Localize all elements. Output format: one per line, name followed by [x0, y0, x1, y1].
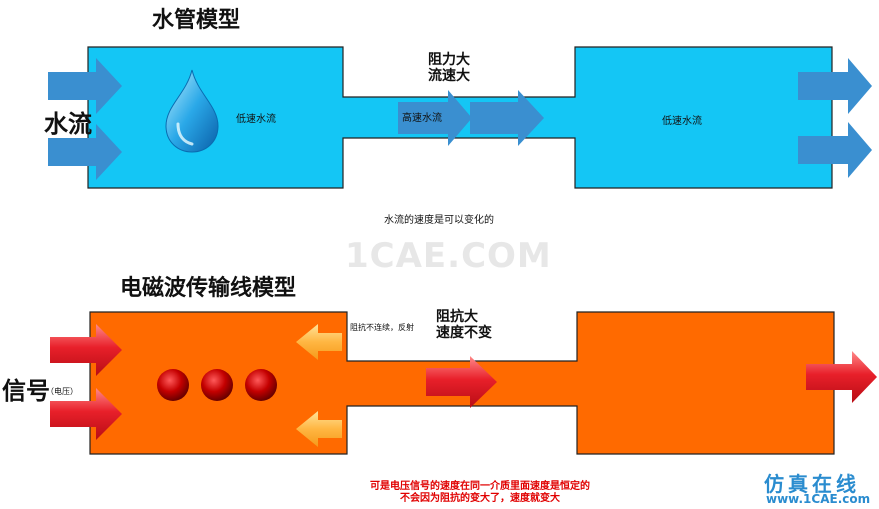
- signal-outlet-arrow: [806, 351, 877, 403]
- water-outlet-arrow-bottom: [798, 122, 872, 178]
- flow-speed-label: 流速大: [428, 68, 470, 84]
- signal-inlet-arrow-top: [50, 324, 122, 376]
- high-speed-label: 高速水流: [402, 113, 442, 124]
- resistance-label: 阻力大: [428, 52, 470, 68]
- charge-ball-3: [245, 369, 277, 401]
- water-title: 水管模型: [152, 8, 241, 33]
- water-flow-label: 水流: [44, 110, 92, 138]
- low-speed-left-label: 低速水流: [236, 114, 276, 125]
- impedance-label: 阻抗大: [436, 309, 478, 325]
- signal-narrow-arrow: [426, 356, 497, 408]
- water-inlet-arrow-top: [48, 58, 122, 114]
- reflection-arrow-bottom: [296, 411, 342, 447]
- charge-ball-1: [157, 369, 189, 401]
- watermark-text: 1CAE.COM: [345, 236, 552, 276]
- brand-name: 仿真在线: [764, 472, 860, 496]
- em-note-line2: 不会因为阻抗的变大了，速度就变大: [400, 493, 560, 504]
- water-high-speed-arrow-2: [470, 90, 544, 146]
- reflection-note: 阻抗不连续，反射: [350, 323, 414, 332]
- water-speed-note: 水流的速度是可以变化的: [384, 215, 494, 226]
- water-high-speed-arrow-1: [398, 90, 472, 146]
- signal-sublabel: （电压）: [46, 387, 78, 396]
- water-inlet-arrow-bottom: [48, 124, 122, 180]
- reflection-arrow-top: [296, 324, 342, 360]
- em-note-line1: 可是电压信号的速度在同一介质里面速度是恒定的: [370, 481, 590, 492]
- em-title: 电磁波传输线模型: [120, 276, 297, 301]
- low-speed-right-label: 低速水流: [662, 116, 702, 127]
- speed-constant-label: 速度不变: [436, 325, 492, 341]
- charge-ball-2: [201, 369, 233, 401]
- signal-label: 信号: [2, 377, 50, 405]
- signal-inlet-arrow-bottom: [50, 388, 122, 440]
- water-outlet-arrow-top: [798, 58, 872, 114]
- brand-url: www.1CAE.com: [766, 492, 871, 506]
